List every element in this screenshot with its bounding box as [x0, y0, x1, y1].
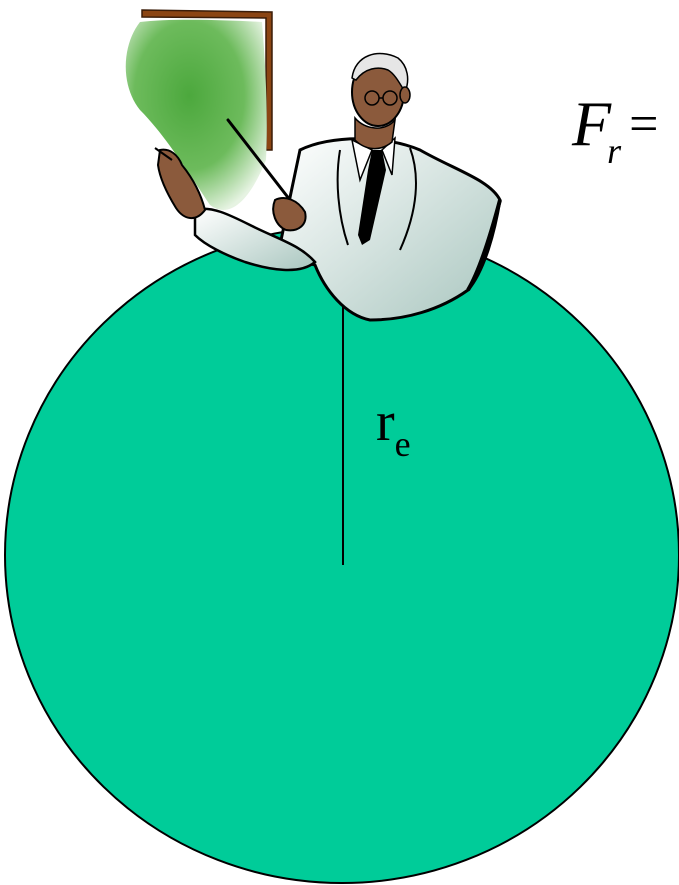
force-formula: Fr= [572, 92, 658, 158]
radius-label: re [376, 394, 411, 450]
force-symbol: F [572, 88, 611, 159]
equals-sign: = [629, 96, 658, 153]
radius-subscript: e [395, 424, 411, 464]
force-subscript: r [607, 131, 621, 171]
chalkboard-icon [126, 10, 272, 210]
radius-symbol: r [376, 391, 395, 453]
